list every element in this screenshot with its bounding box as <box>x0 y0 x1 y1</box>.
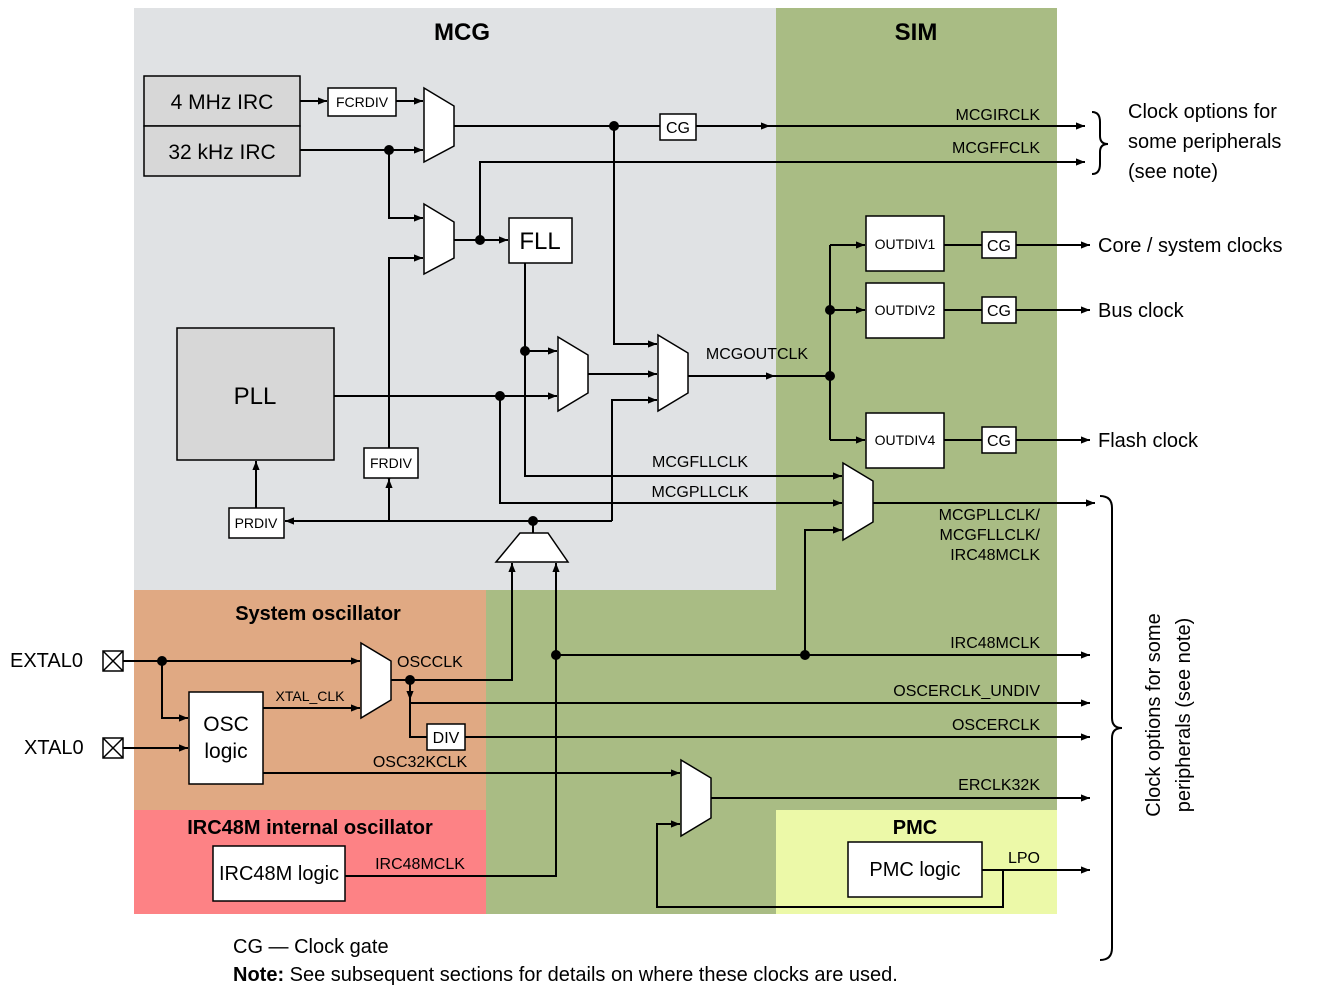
irc48m-logic-block <box>212 845 346 902</box>
oscclk-label: OSCCLK <box>397 654 463 671</box>
cg-irclk <box>659 113 697 141</box>
irc4m-block <box>143 75 301 127</box>
note-line: Note: See subsequent sections for detail… <box>233 964 898 986</box>
sim-title: SIM <box>895 19 938 46</box>
outdiv2-block <box>865 282 945 339</box>
periph-clk-mux <box>842 461 874 542</box>
extal0-pin-icon <box>102 650 124 672</box>
fll-block <box>508 217 573 264</box>
clock-opts-1: Clock options for <box>1128 101 1277 123</box>
flash-clock-label: Flash clock <box>1098 430 1199 452</box>
osc32kclk-label: OSC32KCLK <box>373 754 468 771</box>
cg-definition: CG — Clock gate <box>233 936 389 958</box>
vertical-label-1: Clock options for some <box>1143 613 1165 816</box>
ext-ref-mux <box>494 532 570 563</box>
prdiv-label: PRDIV <box>235 515 278 531</box>
fll-ref-mux <box>423 202 455 276</box>
osc-logic-label-2: logic <box>204 740 247 763</box>
irc4m-label: 4 MHz IRC <box>171 91 274 114</box>
fll-label: FLL <box>519 228 560 255</box>
mux-out-3: IRC48MCLK <box>950 547 1040 564</box>
mcgirclk-label: MCGIRCLK <box>956 107 1041 124</box>
cg-flash <box>981 426 1017 454</box>
fcrdiv-label: FCRDIV <box>336 94 389 110</box>
core-clock-label: Core / system clocks <box>1098 235 1282 257</box>
osc-mux <box>360 641 392 720</box>
pll-block <box>176 327 335 461</box>
pmc-logic-label: PMC logic <box>869 859 960 881</box>
irc48mclk-label: IRC48MCLK <box>375 856 465 873</box>
div-label: DIV <box>433 730 460 747</box>
xtal-clk-label: XTAL_CLK <box>276 688 346 704</box>
osc-logic-label-1: OSC <box>203 713 249 736</box>
outdiv1-label: OUTDIV1 <box>875 236 936 252</box>
sim-region-lower <box>486 590 776 914</box>
clock-opts-3: (see note) <box>1128 161 1218 183</box>
frdiv-block <box>363 447 419 479</box>
mcgfllclk-label: MCGFLLCLK <box>652 454 748 471</box>
vertical-label-2: peripherals (see note) <box>1173 618 1195 813</box>
cg-core <box>981 231 1017 259</box>
mcgpllclk-label: MCGPLLCLK <box>652 484 749 501</box>
erclk32k-mux <box>680 758 712 838</box>
brace-bottom <box>1099 495 1123 961</box>
xtal0-pin-label: XTAL0 <box>24 737 84 759</box>
div-block <box>426 723 466 751</box>
clock-opts-2: some peripherals <box>1128 131 1281 153</box>
oscerclk-undiv-label: OSCERCLK_UNDIV <box>893 683 1040 700</box>
note-label: Note: <box>233 964 284 986</box>
cg-irclk-label: CG <box>666 120 690 137</box>
pmc-logic-block <box>847 841 983 898</box>
mux-out-1: MCGPLLCLK/ <box>939 507 1041 524</box>
erclk32k-label: ERCLK32K <box>958 777 1040 794</box>
note-text: See subsequent sections for details on w… <box>284 964 898 986</box>
cg-flash-label: CG <box>987 433 1011 450</box>
cg-core-label: CG <box>987 238 1011 255</box>
pmc-title: PMC <box>893 817 937 839</box>
outdiv4-label: OUTDIV4 <box>875 432 936 448</box>
irc48m-title: IRC48M internal oscillator <box>187 817 433 839</box>
mcgffclk-label: MCGFFCLK <box>952 140 1040 157</box>
lpo-label: LPO <box>1008 850 1040 867</box>
irc32k-label: 32 kHz IRC <box>168 141 275 164</box>
brace-top <box>1091 111 1109 175</box>
cg-bus-label: CG <box>987 303 1011 320</box>
irc-mux <box>423 86 455 164</box>
outdiv1-block <box>865 215 945 272</box>
xtal0-pin-icon <box>102 737 124 759</box>
outdiv2-label: OUTDIV2 <box>875 302 936 318</box>
oscerclk-label: OSCERCLK <box>952 717 1040 734</box>
irc48mclk-sim-label: IRC48MCLK <box>950 635 1040 652</box>
osc-logic-block <box>188 691 264 785</box>
mcgoutclk-label: MCGOUTCLK <box>706 346 809 363</box>
fcrdiv-block <box>327 87 397 117</box>
fll-pll-mux <box>557 335 589 413</box>
frdiv-label: FRDIV <box>370 455 413 471</box>
cg-bus <box>981 296 1017 324</box>
mux-out-2: MCGFLLCLK/ <box>940 527 1041 544</box>
outdiv4-block <box>865 412 945 469</box>
extal0-pin-label: EXTAL0 <box>10 650 83 672</box>
sysosc-title: System oscillator <box>235 603 401 625</box>
bus-clock-label: Bus clock <box>1098 300 1185 322</box>
pll-label: PLL <box>234 383 277 410</box>
mcgout-mux <box>657 333 689 413</box>
irc48m-logic-label: IRC48M logic <box>219 863 339 885</box>
mcg-title: MCG <box>434 19 490 46</box>
